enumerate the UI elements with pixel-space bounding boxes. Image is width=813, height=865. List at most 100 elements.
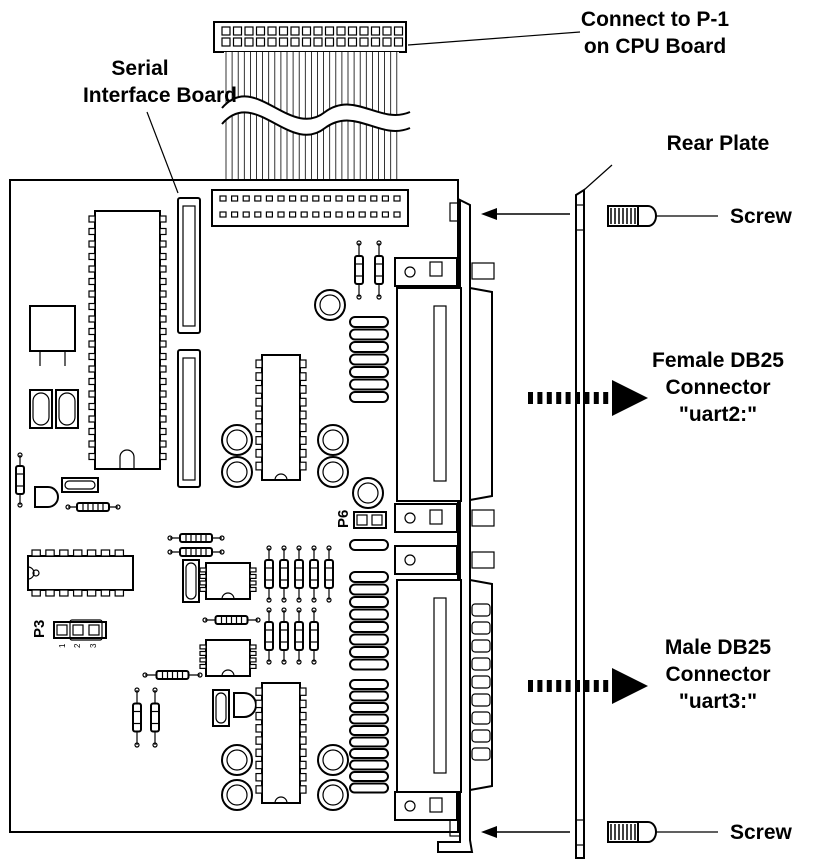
sip-segment [349,713,389,725]
sip-segment [349,771,389,782]
connect-label-line1: Connect to P-1 [581,8,729,31]
serial-board-leader-line [146,111,179,194]
capacitor [317,456,349,488]
serial-interface-board: P6 P3 1 2 3 [9,179,459,833]
ribbon-cable [213,21,411,192]
ribbon-top-connector-pins [221,26,404,47]
connect-label-line2: on CPU Board [584,35,726,58]
sip-segment [349,353,389,366]
resistor [374,240,384,300]
connect-leader-line [407,31,581,46]
sip-segment [349,341,389,353]
capacitor [221,779,253,811]
capacitor [221,424,253,456]
dip-ic [27,549,134,597]
capacitor [221,744,253,776]
resistor [324,545,334,603]
oval-component [212,689,230,727]
sip-segment [349,608,389,621]
oval-component [55,389,79,429]
sip-segment [349,658,389,671]
board-components [15,240,389,811]
sip-segment [349,633,389,646]
resistor [15,452,25,508]
female-connector-arrow [528,380,648,416]
dip-ic [199,562,257,600]
sip-segment [349,690,389,702]
sip-segment [349,328,389,341]
resistor [309,607,319,665]
p6-label: P6 [335,510,352,528]
female-connector-label-line3: "uart2:" [679,403,757,426]
resistor [142,670,203,680]
p3-pin2-label: 2 [73,643,82,648]
sip-segment [349,583,389,596]
screw-bottom-label: Screw [730,821,793,844]
sip-segment [349,316,389,328]
arrow-to-screw-bottom [481,826,570,838]
resistor [150,687,160,748]
sip-segment [349,366,389,378]
male-connector-label-line2: Connector [666,663,771,686]
dip-ic [255,354,307,481]
resistor [202,615,261,625]
capacitor [317,744,349,776]
resistor [294,545,304,603]
resistor [264,607,274,665]
arrow-to-screw-top [481,208,570,220]
resistor [132,687,142,748]
sip-segment [349,736,389,748]
capacitor [317,779,349,811]
sip-segment [349,679,389,690]
capacitor [314,289,346,321]
capacitor [352,477,384,509]
resistor [294,607,304,665]
oval-component [29,389,53,429]
resistor [167,547,225,557]
sip-segment [349,646,389,658]
screw-top-label: Screw [730,205,793,228]
serial-board-label-line1: Serial [111,57,168,80]
sip-segment [349,748,389,759]
male-db25-pins [471,603,491,761]
capacitor [317,424,349,456]
sip-segment [349,391,389,403]
resistor [264,545,274,603]
rear-plate [575,164,613,859]
sip-segment [349,539,389,551]
resistor [167,533,225,543]
large-ic-pins [88,215,167,461]
screw-bottom [607,821,718,843]
sip-segment [349,702,389,713]
sip-segment [349,571,389,583]
resistor [354,240,364,300]
board-header-pins [219,195,401,218]
male-connector-label-line1: Male DB25 [665,636,772,659]
sip-segment [349,378,389,391]
ic-dot [32,569,40,577]
screw-top [607,205,718,227]
male-connector-label-line3: "uart3:" [679,690,757,713]
resistor [279,607,289,665]
resistor [279,545,289,603]
oval-component [61,477,99,493]
male-connector-arrow [528,668,648,704]
oval-component [182,559,200,603]
capacitor [221,456,253,488]
female-connector-label-line2: Connector [666,376,771,399]
p3-label: P3 [31,620,48,638]
serial-board-label-line2: Interface Board [83,84,237,107]
p3-pin3-label: 3 [89,643,98,648]
dip-ic [255,682,307,804]
sip-segment [349,596,389,608]
sip-segment [349,759,389,771]
sip-segment [349,725,389,736]
sip-segment [349,621,389,633]
female-connector-label-line1: Female DB25 [652,349,784,372]
male-db25-connector [394,545,495,821]
sip-segment [349,782,389,794]
rear-plate-label: Rear Plate [667,132,770,155]
transistor [233,692,257,718]
resistor [65,502,121,512]
